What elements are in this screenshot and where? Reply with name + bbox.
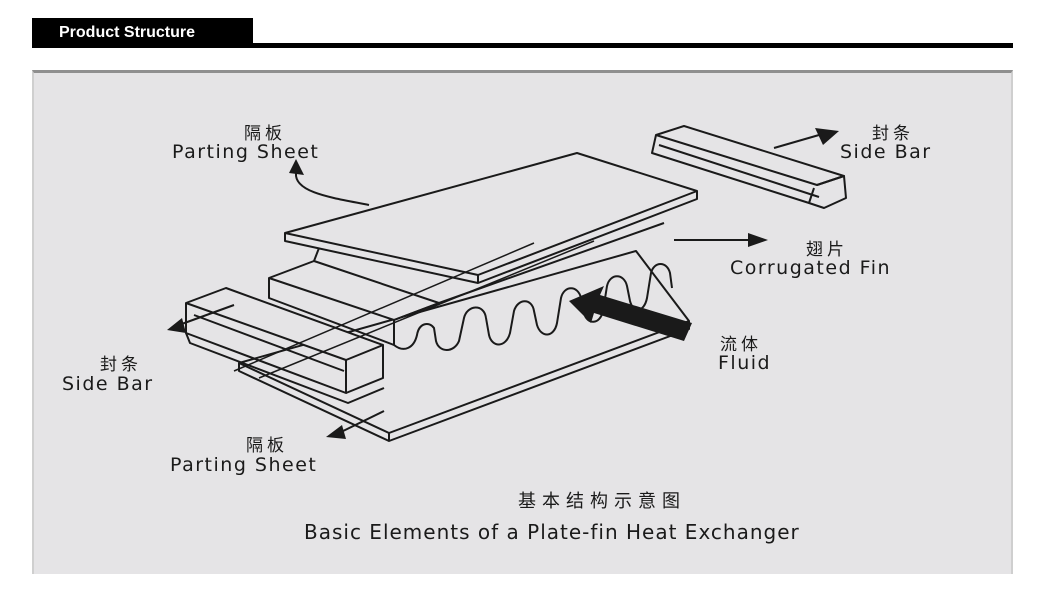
- label-side-bar-left-cn: 封条: [100, 355, 142, 375]
- label-corrugated-fin-cn: 翅片: [806, 240, 848, 260]
- arrowhead-corrugated-fin: [748, 233, 768, 247]
- label-fluid-cn: 流体: [720, 335, 762, 355]
- label-side-bar-left-en: Side Bar: [62, 373, 154, 395]
- label-parting-sheet-bottom-cn: 隔板: [246, 436, 288, 456]
- right-side-bar: [651, 125, 847, 209]
- caption-cn: 基本结构示意图: [518, 491, 686, 512]
- arrowhead-side-bar-left: [167, 318, 186, 333]
- label-side-bar-right-en: Side Bar: [840, 141, 932, 163]
- diagram-panel: 隔板 Parting Sheet 封条 Side Bar 翅片 Corrugat…: [32, 70, 1013, 574]
- label-fluid-en: Fluid: [718, 352, 772, 374]
- leader-parting-sheet-bottom: [338, 410, 385, 434]
- leader-parting-sheet-top: [294, 172, 370, 206]
- caption-en: Basic Elements of a Plate-fin Heat Excha…: [304, 520, 800, 544]
- section-title: Product Structure: [32, 18, 253, 48]
- left-side-bar: [185, 287, 385, 404]
- label-side-bar-right-cn: 封条: [872, 124, 914, 144]
- label-parting-sheet-top-en: Parting Sheet: [172, 141, 320, 163]
- plate-fin-diagram: [167, 125, 847, 442]
- label-corrugated-fin-en: Corrugated Fin: [730, 257, 892, 279]
- header-divider: [253, 43, 1013, 48]
- leader-side-bar-right: [773, 134, 820, 149]
- corrugated-fin: [268, 222, 673, 351]
- fluid-flow-arrow: [569, 286, 692, 341]
- arrowhead-parting-sheet-bottom: [326, 425, 346, 439]
- section-header: Product Structure: [32, 18, 1013, 48]
- top-parting-sheet: [284, 152, 698, 284]
- arrowhead-side-bar-right: [815, 128, 839, 145]
- label-parting-sheet-top-cn: 隔板: [244, 124, 286, 144]
- label-parting-sheet-bottom-en: Parting Sheet: [170, 454, 318, 476]
- arrowhead-parting-sheet-top: [289, 159, 304, 175]
- leader-side-bar-left: [178, 304, 235, 326]
